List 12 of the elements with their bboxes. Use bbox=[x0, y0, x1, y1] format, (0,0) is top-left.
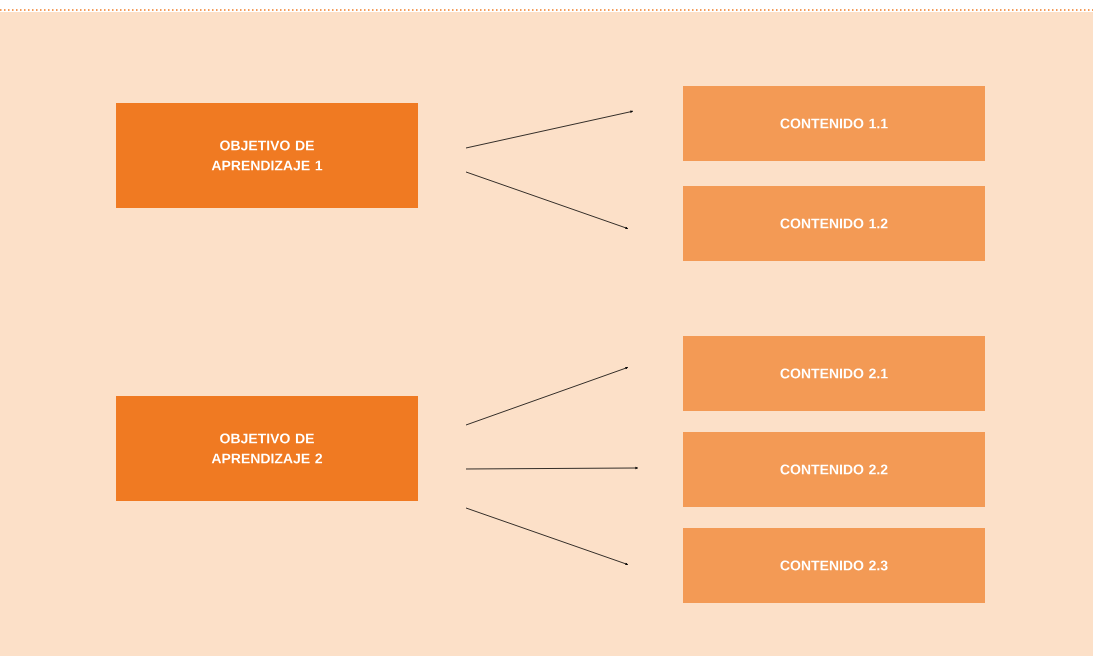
objective-box: OBJETIVO DE APRENDIZAJE 1 bbox=[116, 103, 418, 208]
arrow bbox=[465, 466, 638, 470]
arrow bbox=[465, 110, 634, 149]
content-box: CONTENIDO 2.2 bbox=[683, 432, 985, 507]
content-box: CONTENIDO 1.2 bbox=[683, 186, 985, 261]
content-box: CONTENIDO 2.3 bbox=[683, 528, 985, 603]
arrow bbox=[465, 507, 629, 565]
content-box: CONTENIDO 2.1 bbox=[683, 336, 985, 411]
content-box: CONTENIDO 1.1 bbox=[683, 86, 985, 161]
arrow bbox=[465, 367, 629, 426]
objective-box: OBJETIVO DE APRENDIZAJE 2 bbox=[116, 396, 418, 501]
arrow bbox=[465, 171, 629, 229]
